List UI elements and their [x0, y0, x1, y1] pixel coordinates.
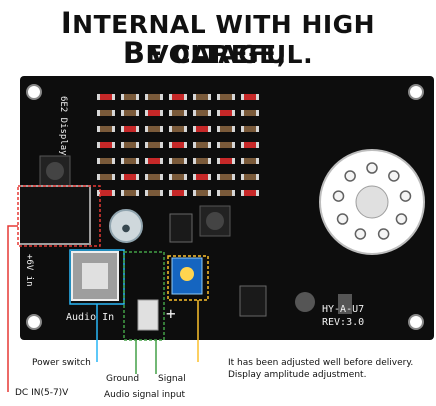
heading-line-2-rest: E CAREFUL. [145, 40, 314, 69]
dc-in-leader [7, 225, 18, 392]
power-switch-label: Power switch [32, 358, 91, 368]
silk-model: HY-A-U7 [322, 304, 365, 315]
smd-part [193, 158, 211, 164]
smd-part [169, 174, 187, 180]
smd-part [145, 142, 163, 148]
smd-part [241, 110, 259, 116]
silk-rev: REV:3.0 [322, 317, 365, 328]
capacitor [109, 209, 143, 243]
smd-part [241, 94, 259, 100]
smd-part [97, 158, 115, 164]
dc-in-label: DC IN(5-7)V [15, 388, 69, 398]
smd-part [145, 110, 163, 116]
pcb-components: ● [20, 94, 425, 331]
smd-part [145, 190, 163, 196]
smd-part [241, 126, 259, 132]
adjust-label-line1: It has been adjusted well before deliver… [228, 358, 414, 368]
ground-label: Ground [106, 374, 140, 384]
tube-pin [336, 213, 349, 225]
smd-part [169, 158, 187, 164]
smd-part [217, 94, 235, 100]
tube-pin [377, 228, 390, 240]
smd-part [121, 94, 139, 100]
component-small [338, 294, 352, 314]
silk-voltage: +6V in [24, 254, 34, 287]
tube-pin [395, 213, 408, 225]
smd-part [193, 174, 211, 180]
smd-part [97, 110, 115, 116]
smd-part [193, 94, 211, 100]
mount-hole-bottom-right [408, 314, 424, 330]
smd-part [217, 158, 235, 164]
smd-part [121, 190, 139, 196]
tube-pin [366, 162, 378, 174]
smd-part [97, 94, 115, 100]
component-round [295, 292, 315, 312]
smd-part [193, 142, 211, 148]
silk-audio-in: Audio In [66, 312, 115, 323]
heading-line-2-initial: B [122, 36, 146, 70]
smd-part [241, 174, 259, 180]
smd-part [97, 142, 115, 148]
heading-line-1: INTERNAL WITH HIGH VOLTAGE, [0, 6, 436, 69]
smd-part [121, 158, 139, 164]
mount-hole-top-left [26, 84, 42, 100]
signal-label: Signal [158, 374, 186, 384]
silk-plus: + [166, 304, 176, 323]
potentiometer-knob [180, 267, 194, 281]
dc-jack [20, 185, 91, 245]
smd-part [97, 190, 115, 196]
smd-part [193, 126, 211, 132]
heading-line-1-initial: I [60, 6, 73, 40]
ic-chip-1 [169, 213, 193, 243]
smd-part [145, 126, 163, 132]
svg-text:●: ● [122, 223, 131, 234]
smd-part [145, 94, 163, 100]
resistor-grid [97, 94, 259, 196]
smd-part [241, 158, 259, 164]
tube-pin [399, 190, 412, 202]
pcb-board: ● 6E2 Display +6V in Audio In + HY-A-U7 … [20, 76, 434, 340]
heading-line-1-rest: NTERNAL WITH HIGH VOLTAGE, [72, 10, 376, 69]
smd-part [169, 94, 187, 100]
smd-part [121, 142, 139, 148]
heading-line-2: BE CAREFUL. [0, 36, 436, 70]
tube-socket-pins [332, 162, 412, 240]
adjust-label-line2: Display amplitude adjustment. [228, 370, 367, 380]
smd-part [169, 110, 187, 116]
smd-part [169, 126, 187, 132]
power-switch-button [82, 263, 108, 289]
smd-part [121, 110, 139, 116]
mount-hole-top-right [408, 84, 424, 100]
smd-part [145, 158, 163, 164]
smd-part [241, 142, 259, 148]
audio-input-label: Audio signal input [104, 390, 186, 400]
tube-socket-center [355, 185, 389, 219]
smd-part [169, 190, 187, 196]
smd-part [241, 190, 259, 196]
smd-part [217, 190, 235, 196]
smd-part [169, 142, 187, 148]
tube-pin [332, 190, 345, 202]
inductor-center-core [206, 212, 224, 230]
smd-part [97, 126, 115, 132]
smd-part [97, 174, 115, 180]
tube-pin [344, 170, 356, 182]
mount-hole-bottom-left [26, 314, 42, 330]
smd-part [121, 126, 139, 132]
tube-pin [354, 228, 367, 240]
silk-display: 6E2 Display [58, 96, 68, 156]
audio-connector [137, 299, 159, 331]
smd-part [145, 174, 163, 180]
smd-part [217, 174, 235, 180]
smd-part [217, 126, 235, 132]
smd-part [193, 110, 211, 116]
smd-part [217, 142, 235, 148]
inductor-left-core [46, 162, 64, 180]
ic-chip-2 [239, 285, 267, 317]
smd-part [121, 174, 139, 180]
tube-pin [388, 170, 400, 182]
smd-part [217, 110, 235, 116]
smd-part [193, 190, 211, 196]
